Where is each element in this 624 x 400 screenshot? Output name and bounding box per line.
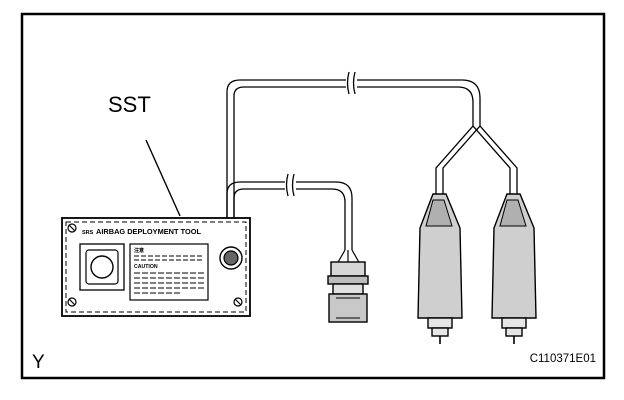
deployment-tool-box: SRS AIRBAG DEPLOYMENT TOOL 注意 CAUTION (61, 217, 251, 317)
sst-leader-line (145, 139, 181, 217)
corner-screw-icon (67, 223, 243, 307)
caution-panel (129, 243, 209, 301)
view-label: Y (32, 352, 45, 373)
caution-label: CAUTION (134, 264, 158, 270)
caution-jp-label: 注意 (134, 247, 144, 254)
caution-text-lines (134, 272, 204, 294)
tool-title: AIRBAG DEPLOYMENT TOOL (96, 227, 201, 236)
right-alligator-clip (491, 193, 537, 344)
figure-code: C110371E01 (530, 353, 596, 365)
connector-plug (327, 261, 369, 323)
activation-switch-icon (90, 255, 114, 279)
figure-frame (20, 12, 606, 380)
left-alligator-clip (417, 193, 463, 344)
connector-cable-break (285, 173, 296, 197)
main-cable-break (346, 71, 357, 95)
tool-title-prefix: SRS (82, 230, 94, 236)
sst-label: SST (108, 92, 151, 117)
cable-branches (435, 125, 518, 196)
cable-grommet (219, 246, 243, 270)
caution-text-lines-jp (134, 255, 204, 261)
